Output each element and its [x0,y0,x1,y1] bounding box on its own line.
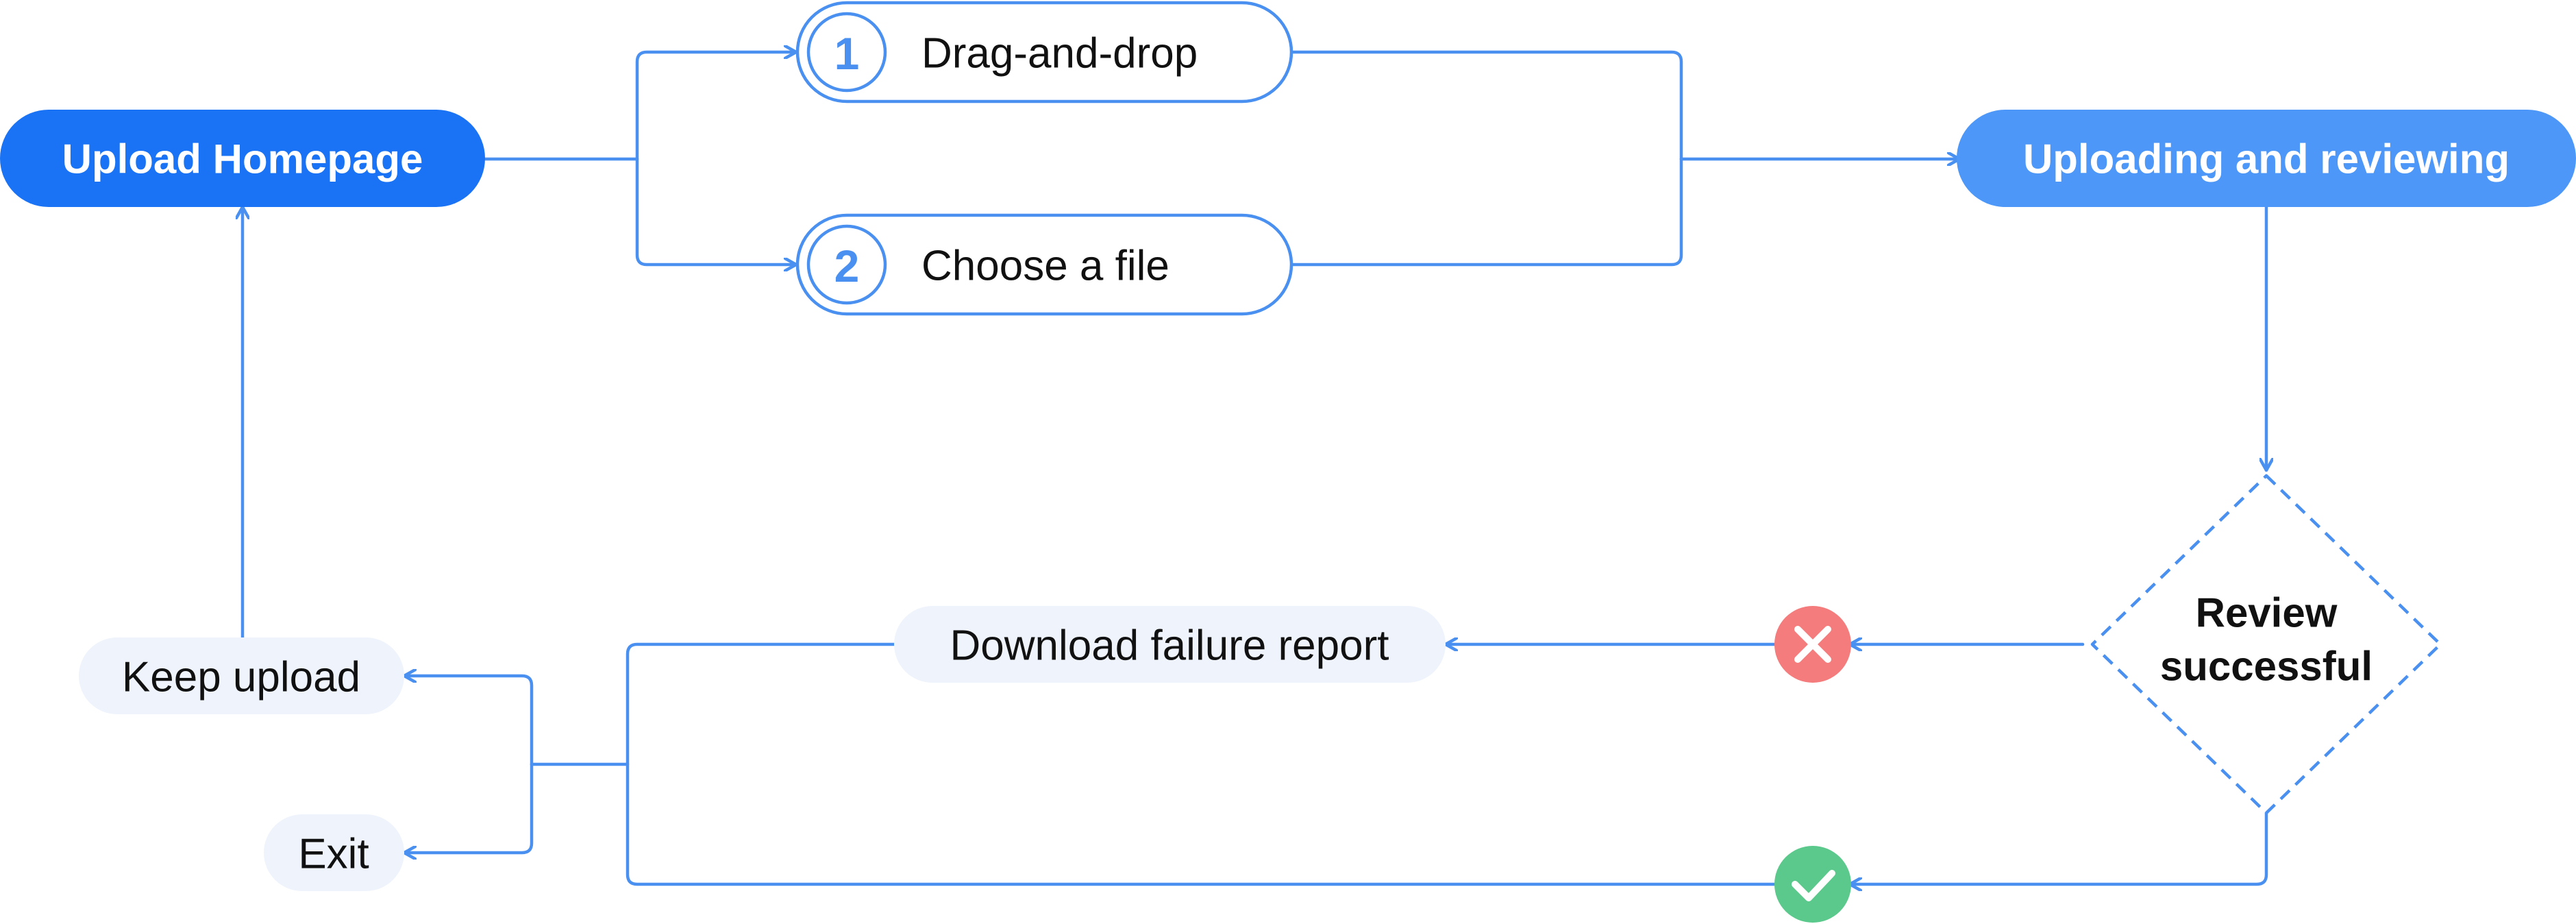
option-2-label: Choose a file [921,243,1169,290]
connectors [243,52,2266,884]
connector-decision-to-success [1848,811,2268,884]
uploading-reviewing-node: Uploading and reviewing [1957,110,2576,207]
check-icon [1774,846,1851,923]
option-drag-and-drop[interactable]: 1 Drag-and-drop [795,1,1293,104]
exit-button[interactable]: Exit [264,814,404,891]
close-icon [1774,606,1851,683]
step-2-badge [806,224,887,305]
keep-upload-label: Keep upload [122,654,360,701]
step-1-number: 1 [834,28,860,79]
step-1-badge [806,12,887,93]
download-failure-report-label: Download failure report [950,622,1389,670]
connector-split-to-option-1 [635,52,798,161]
step-2-number: 2 [834,241,860,291]
exit-label: Exit [298,831,369,878]
connector-split-to-option-2 [635,157,798,265]
decision-label-line-1: Review [2196,590,2338,636]
review-decision-node: Review successful [2090,474,2442,815]
decision-label-line-2: successful [2160,644,2373,690]
connector-branch-to-keep-upload [402,676,534,766]
download-failure-report-button[interactable]: Download failure report [894,606,1446,683]
upload-homepage-node[interactable]: Upload Homepage [0,110,485,207]
option-1-label: Drag-and-drop [921,30,1198,77]
uploading-reviewing-label: Uploading and reviewing [2023,136,2510,182]
connector-branch-to-exit [402,762,534,853]
upload-homepage-label: Upload Homepage [62,136,423,182]
connector-option-2-to-merge [1291,157,1683,267]
connector-option-1-to-merge [1291,50,1683,161]
keep-upload-button[interactable]: Keep upload [79,637,404,714]
option-choose-a-file[interactable]: 2 Choose a file [795,213,1293,316]
